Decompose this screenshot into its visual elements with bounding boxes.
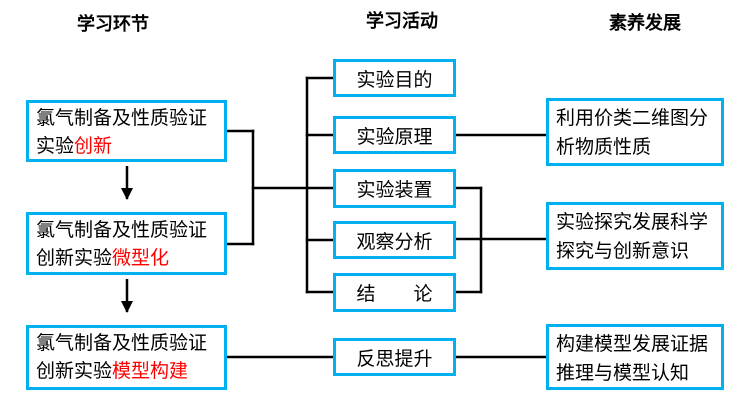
activity-label: 观察分析	[356, 231, 433, 253]
activity-bus-connectors	[305, 76, 335, 294]
activity-label: 实验装置	[356, 180, 433, 201]
activity-label: 反思提升	[356, 348, 433, 370]
competency-box-inquiry-innovation: 实验探究发展科学 探究与创新意识	[546, 202, 724, 270]
stage-box-innovation: 氯气制备及性质验证 实验创新	[26, 100, 227, 162]
activity-box-purpose: 实验目的	[333, 59, 456, 97]
column-header-stages: 学习环节	[77, 14, 149, 34]
activity-box-reflection: 反思提升	[333, 338, 456, 376]
stage-line1: 氯气制备及性质验证	[36, 108, 208, 129]
competency-line2: 探究与创新意识	[556, 241, 690, 262]
competency-line1: 利用价类二维图分	[556, 108, 709, 129]
activity-box-principle: 实验原理	[333, 116, 456, 154]
stage-highlight: 微型化	[112, 248, 170, 269]
stage-bus-connectors	[225, 129, 335, 246]
activity-box-conclusion: 结 论	[333, 273, 456, 312]
competency-line2: 推理与模型认知	[556, 363, 690, 384]
column-header-activities: 学习活动	[366, 11, 438, 31]
stage-highlight: 创新	[74, 136, 113, 157]
activity-label: 实验原理	[356, 126, 433, 148]
stage-line2: 创新实验模型构建	[36, 361, 189, 382]
competency-line2: 析物质性质	[556, 137, 652, 158]
activity-box-apparatus: 实验装置	[333, 169, 456, 208]
activity-box-observation: 观察分析	[333, 221, 456, 259]
competency-line1: 构建模型发展证据	[556, 334, 709, 355]
column-header-competencies: 素养发展	[609, 13, 681, 33]
stage-line1: 氯气制备及性质验证	[36, 333, 208, 354]
stage-line2: 实验创新	[36, 136, 113, 157]
stage-highlight: 模型构建	[112, 361, 189, 382]
competency-box-model-cognition: 构建模型发展证据 推理与模型认知	[546, 324, 724, 390]
stage-box-miniaturization: 氯气制备及性质验证 创新实验微型化	[26, 212, 227, 275]
competency-line1: 实验探究发展科学	[556, 212, 709, 233]
stage-box-model-building: 氯气制备及性质验证 创新实验模型构建	[26, 325, 227, 390]
stage-line1: 氯气制备及性质验证	[36, 220, 208, 241]
activity-label: 结 论	[356, 284, 433, 305]
activity-label: 实验目的	[356, 69, 433, 91]
activity-right-bus-connectors	[454, 186, 483, 294]
competency-box-diagram-analysis: 利用价类二维图分 析物质性质	[546, 98, 724, 166]
activity-to-competency-connectors	[454, 133, 548, 359]
stage-line2: 创新实验微型化	[36, 248, 170, 269]
